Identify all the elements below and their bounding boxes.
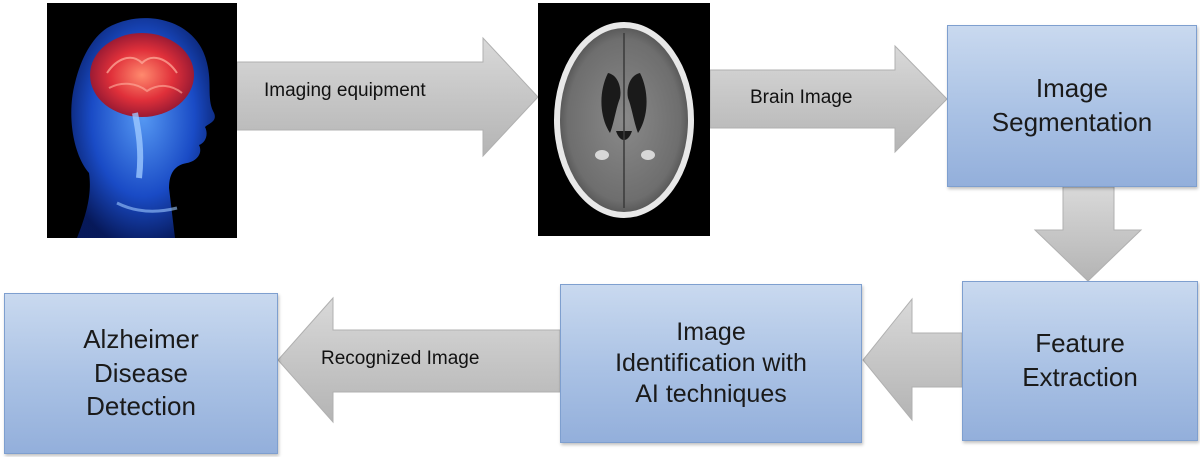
arrow-label-recognized-image: Recognized Image (321, 348, 480, 369)
arrow-feature-to-identification (862, 297, 963, 422)
box-image-segmentation: Image Segmentation (947, 25, 1197, 187)
box-alzheimer-detection-label: Alzheimer Disease Detection (83, 323, 199, 422)
box-feature-extraction: Feature Extraction (962, 281, 1198, 441)
arrow-label-brain-image: Brain Image (750, 87, 853, 108)
box-image-segmentation-label: Image Segmentation (991, 73, 1153, 137)
box-feature-extraction-label: Feature Extraction (1022, 328, 1138, 392)
box-image-identification: Image Identification with AI techniques (560, 284, 862, 443)
box-alzheimer-detection: Alzheimer Disease Detection (4, 293, 278, 454)
arrow-recognized-image (277, 296, 561, 424)
arrow-down (1033, 186, 1143, 282)
head-image (47, 3, 237, 238)
arrow-label-imaging-equipment: Imaging equipment (264, 80, 426, 101)
arrow-brain-image (709, 44, 948, 154)
box-image-identification-label: Image Identification with AI techniques (615, 317, 807, 409)
mri-scan-image (538, 3, 710, 236)
arrow-imaging-equipment (236, 36, 539, 158)
